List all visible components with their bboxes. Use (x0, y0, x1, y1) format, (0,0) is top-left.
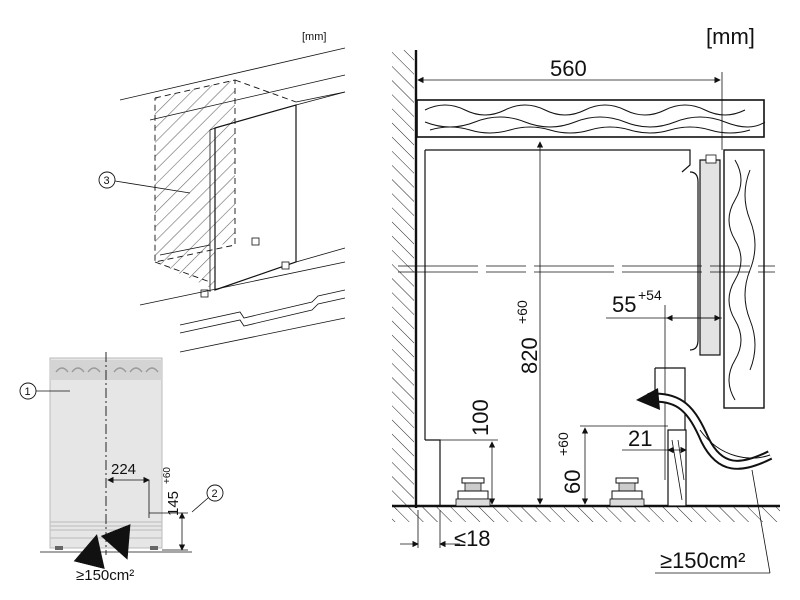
dim-le-18: ≤18 (454, 526, 491, 551)
callout-2-circle (206, 484, 224, 502)
air-outlet-arrow (100, 524, 131, 560)
unit-label-left: [mm] (302, 31, 326, 43)
section-view: [mm] 560 820 +60 (392, 24, 780, 574)
dim-820: 820 (517, 337, 542, 374)
perspective-view: [mm] 3 (98, 31, 346, 353)
dim-224: 224 (111, 461, 136, 478)
back-wall-hatching (392, 50, 414, 510)
unit-label-right: [mm] (706, 24, 755, 49)
foot-b (251, 237, 260, 246)
air-inlet-arrow (73, 534, 105, 570)
appliance-hatched-area (155, 80, 235, 290)
dim-100: 100 (468, 399, 493, 436)
front-view: 224 145 +60 ≥150cm² 1 2 (19, 352, 224, 584)
dim-60-tolerance: +60 (555, 432, 571, 456)
vent-area-label-left: ≥150cm² (76, 567, 134, 584)
foot-a (200, 289, 209, 298)
adjustable-foot-right (609, 477, 645, 507)
dim-145: 145 (165, 491, 182, 516)
floor-hatching (392, 506, 780, 522)
dim-145-tolerance: +60 (162, 467, 173, 484)
callout-3-label: 3 (104, 175, 110, 187)
callout-1-label: 1 (25, 386, 31, 398)
foot-c (281, 261, 290, 270)
dim-560: 560 (550, 56, 587, 81)
adjustable-foot-left (455, 477, 491, 507)
door-panel (723, 149, 765, 409)
dim-60: 60 (560, 470, 585, 494)
dim-55: 55 (612, 292, 636, 317)
callout-2-label: 2 (212, 488, 218, 500)
callout-3-circle (98, 171, 116, 189)
dim-820-tolerance: +60 (514, 300, 530, 324)
vent-area-label-right: ≥150cm² (660, 548, 745, 573)
dim-21: 21 (628, 426, 652, 451)
dim-55-tolerance: +54 (638, 287, 662, 303)
